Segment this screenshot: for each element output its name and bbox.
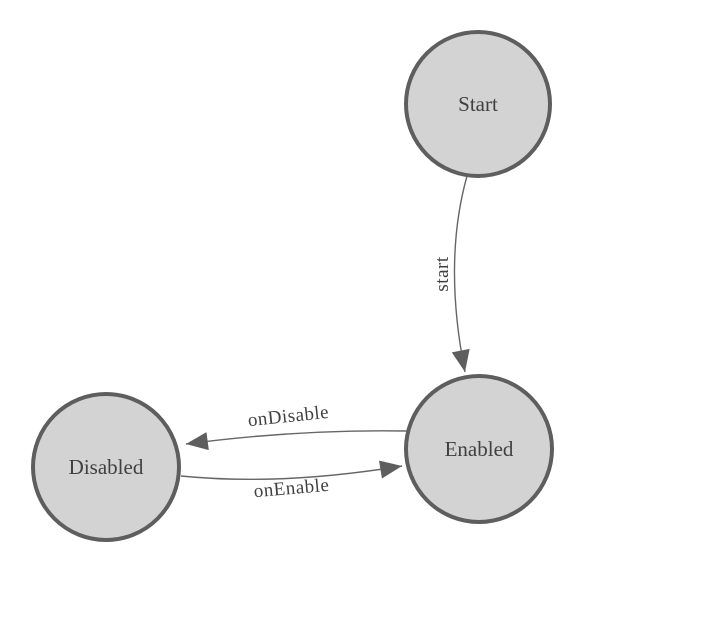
node-start-label: Start [458,92,498,116]
edge-disabled-to-enabled-line [180,460,403,481]
edge-start-to-enabled: start [432,175,470,373]
node-disabled-circle [31,392,181,542]
node-start: Start [404,30,552,178]
edge-label-start: start [432,256,453,291]
edge-enabled-to-disabled: onDisable [185,402,408,451]
node-enabled: Enabled [404,374,554,524]
node-enabled-circle [404,374,554,524]
edge-disabled-to-enabled: onEnable [180,460,403,502]
node-disabled-label: Disabled [69,455,144,479]
edge-start-to-enabled-line [451,175,470,373]
edge-label-ondisable: onDisable [247,402,330,431]
node-enabled-label: Enabled [445,437,514,461]
edge-enabled-to-disabled-line [185,430,408,451]
node-disabled: Disabled [31,392,181,542]
node-start-circle [404,30,552,178]
